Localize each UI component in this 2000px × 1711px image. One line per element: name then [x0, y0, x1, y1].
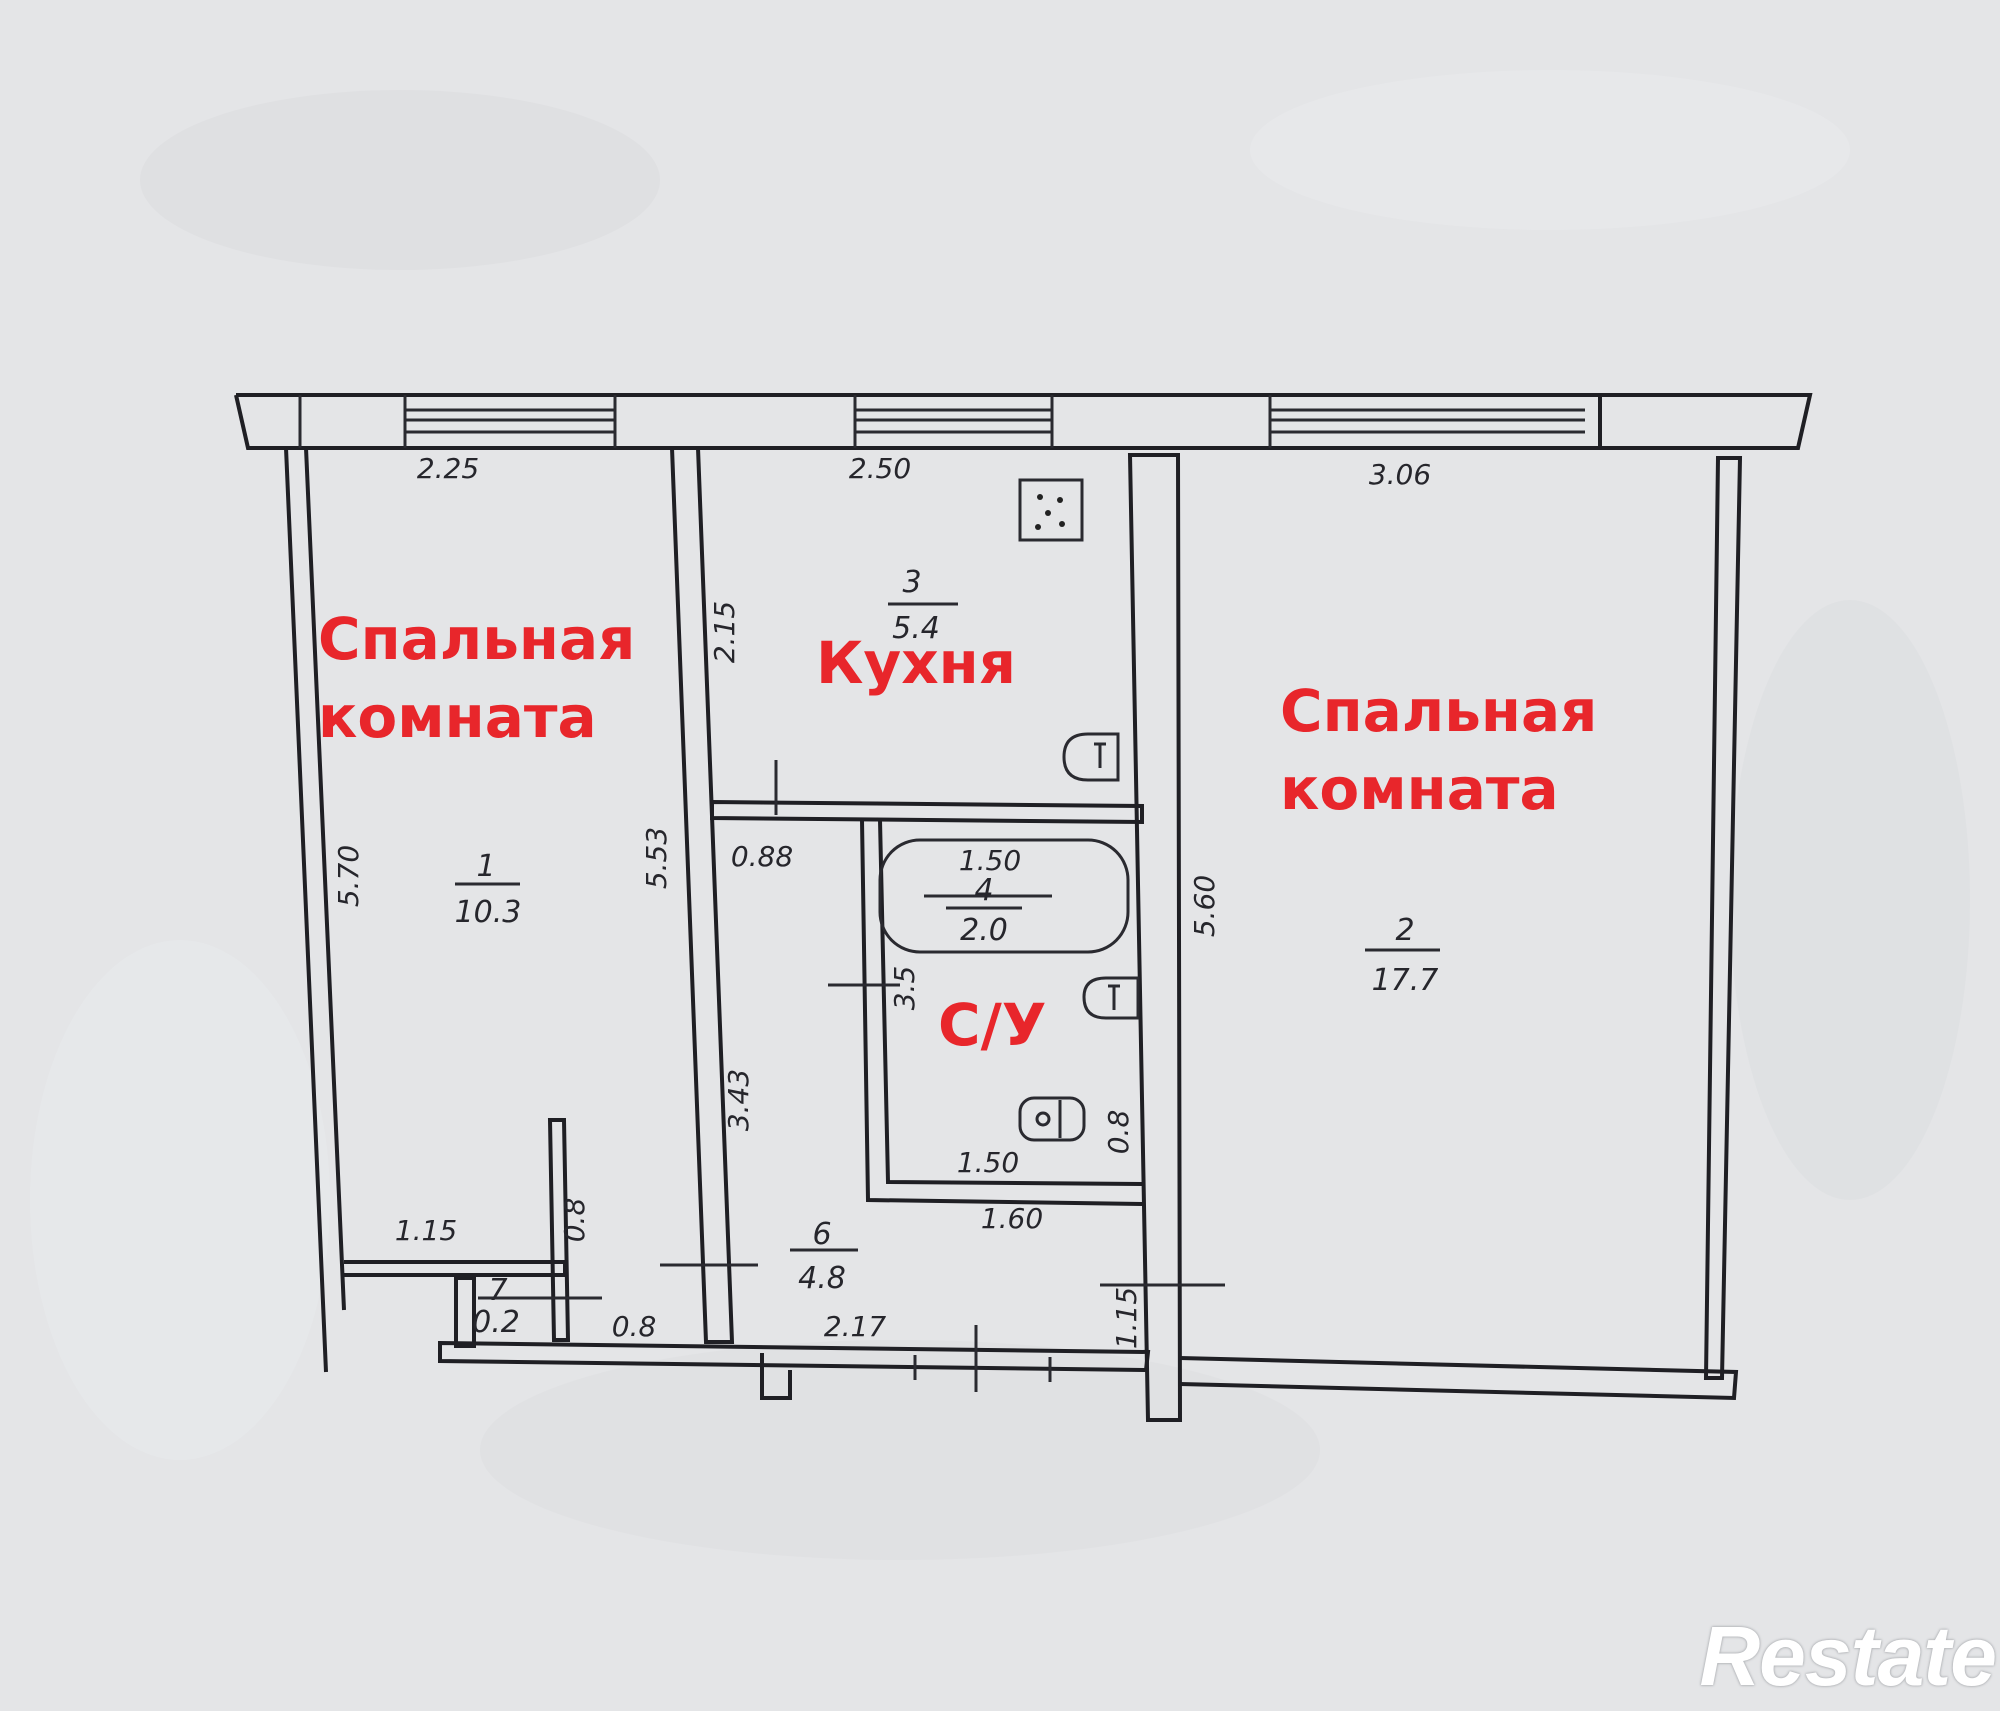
dim-hall-width: 2.17 — [824, 1310, 887, 1343]
bathroom-label: С/У — [938, 991, 1047, 1059]
room-3-area: 5.4 — [892, 611, 940, 646]
kitchen-sink-icon — [1062, 732, 1120, 782]
wall-kitchen-room2 — [1127, 453, 1183, 1422]
room-6-number: 6 — [812, 1217, 831, 1252]
room-4-number: 4 — [974, 873, 993, 908]
room-1-label-line2: комната — [318, 683, 597, 751]
room-1-area: 10.3 — [455, 895, 522, 930]
dim-kitchen-width: 2.50 — [849, 452, 911, 485]
dim-bath-width: 3.5 — [888, 966, 921, 1011]
dim-bath-length: 1.50 — [959, 844, 1021, 877]
dim-room1-width: 2.25 — [417, 452, 479, 485]
room-1-number: 1 — [476, 849, 495, 884]
room-2-tag: 2 17.7 — [1365, 913, 1440, 998]
room-2-number: 2 — [1395, 913, 1414, 948]
kitchen-label: Кухня — [816, 629, 1016, 697]
toilet-icon — [1018, 1096, 1086, 1142]
door-marks — [492, 760, 1225, 1300]
bathtub-icon — [878, 838, 1130, 954]
dim-kitchen-door: 0.88 — [731, 840, 793, 873]
room-1-tag: 1 10.3 — [455, 849, 522, 930]
bathroom-walls — [860, 819, 1143, 1206]
dim-room1-length: 5.70 — [332, 845, 365, 907]
bottom-outer-wall — [438, 1325, 1739, 1401]
paper-texture — [30, 70, 1970, 1560]
dim-room2-length: 5.60 — [1188, 875, 1221, 937]
room-1-label-line1: Спальная — [318, 605, 636, 673]
dim-wc-inner-width: 1.50 — [957, 1146, 1019, 1179]
restate-watermark: Restate — [1699, 1609, 1997, 1703]
ventilation-duct-icon — [1018, 478, 1084, 542]
room-4-area: 2.0 — [960, 913, 1008, 948]
dim-closet-width: 1.15 — [395, 1214, 457, 1247]
window-room2 — [1270, 408, 1585, 434]
wall-kitchen-bath — [710, 799, 1144, 825]
washbasin-icon — [1082, 976, 1140, 1020]
dim-closet-depth: 0.8 — [558, 1198, 591, 1243]
room-7-tag: 7 0.2 — [472, 1273, 520, 1340]
room-2-label-line2: комната — [1280, 755, 1559, 823]
room-4-tag: 4 2.0 — [946, 873, 1022, 948]
left-outer-wall — [284, 447, 346, 1373]
room-2-label-line1: Спальная — [1280, 677, 1598, 745]
dim-hall-left-length: 5.53 — [640, 827, 673, 889]
dimension-labels: 2.25 2.50 3.06 5.70 5.53 5.60 2.15 3.43 … — [332, 452, 1431, 1349]
window-kitchen — [855, 408, 1052, 434]
room-7-number: 7 — [488, 1273, 507, 1308]
wall-room1-kitchen — [669, 446, 735, 1344]
room-7-area: 0.2 — [472, 1305, 520, 1340]
room-6-area: 4.8 — [798, 1261, 846, 1296]
right-outer-wall — [1703, 456, 1743, 1380]
room-2-area: 17.7 — [1372, 963, 1439, 998]
room-2-label: Спальная комната — [1280, 672, 1597, 828]
dim-wc-outer-width: 1.60 — [981, 1202, 1043, 1235]
room-1-label: Спальная комната — [318, 600, 635, 756]
dim-kitchen-depth: 2.15 — [708, 601, 741, 663]
dim-wc-depth: 0.8 — [1102, 1110, 1135, 1155]
dim-room2-width: 3.06 — [1369, 458, 1431, 491]
room-3-number: 3 — [902, 565, 921, 600]
window-room1 — [405, 408, 615, 434]
dim-entry-depth: 1.15 — [1110, 1287, 1143, 1349]
dim-corridor-length: 3.43 — [722, 1069, 755, 1131]
room-6-tag: 6 4.8 — [790, 1217, 858, 1296]
dim-niche-depth: 0.8 — [612, 1310, 657, 1343]
room-3-tag: 3 5.4 — [888, 565, 958, 646]
